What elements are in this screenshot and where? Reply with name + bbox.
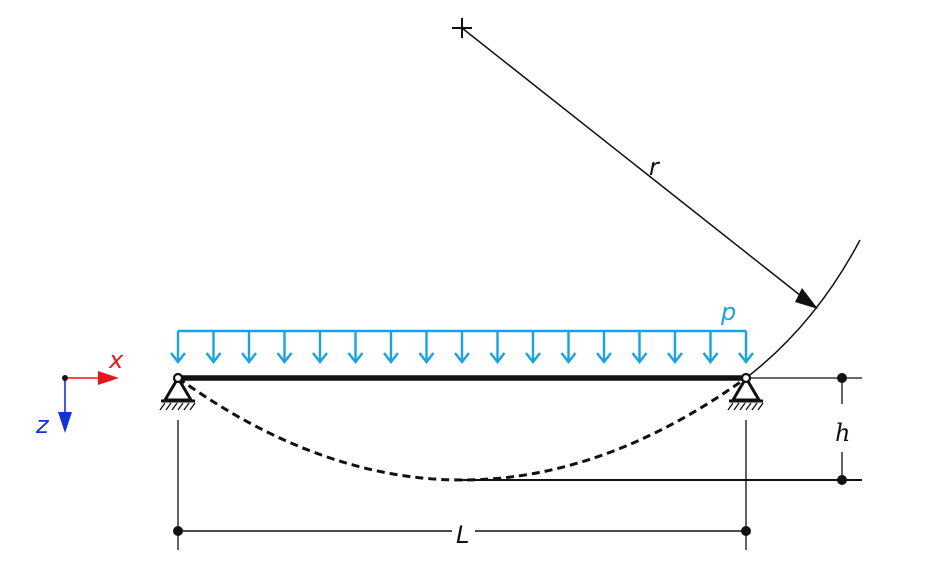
load-arrow-icon xyxy=(667,352,683,364)
load-arrow-icon xyxy=(205,352,222,364)
load-arrow-icon xyxy=(738,352,754,364)
span-dimension xyxy=(173,420,751,550)
sag-dimension xyxy=(462,373,862,485)
load-arrow-icon xyxy=(347,352,364,364)
span-label: L xyxy=(456,521,469,549)
coordinate-axes: x z xyxy=(35,346,124,439)
load-arrow-icon xyxy=(454,352,470,364)
load-arrow-icon xyxy=(241,352,257,364)
load-arrow-icon xyxy=(489,352,506,364)
load-arrow-icon xyxy=(276,352,293,364)
distributed-load xyxy=(170,329,754,364)
load-arrow-icon xyxy=(383,352,399,364)
load-arrow-icon xyxy=(560,352,577,364)
load-arrow-icon xyxy=(702,352,719,364)
deflection-curve xyxy=(177,376,747,482)
left-pin-support xyxy=(159,372,196,411)
load-label: p xyxy=(720,298,736,326)
sag-label: h xyxy=(835,419,850,447)
load-arrow-icon xyxy=(631,352,648,364)
load-arrow-icon xyxy=(596,352,612,364)
radius-arrow-icon xyxy=(795,288,818,309)
z-axis-label: z xyxy=(35,411,50,439)
load-arrow-icon xyxy=(418,352,435,364)
z-axis-arrow-icon xyxy=(58,412,72,433)
radius-label: r xyxy=(649,153,661,181)
x-axis-label: x xyxy=(108,346,124,374)
radius-line: r xyxy=(452,18,818,309)
x-axis-arrow-icon xyxy=(98,371,119,385)
curvature-arc xyxy=(745,239,861,379)
load-arrow-icon xyxy=(170,352,186,364)
load-arrow-icon xyxy=(312,352,328,364)
load-arrow-icon xyxy=(525,352,541,364)
